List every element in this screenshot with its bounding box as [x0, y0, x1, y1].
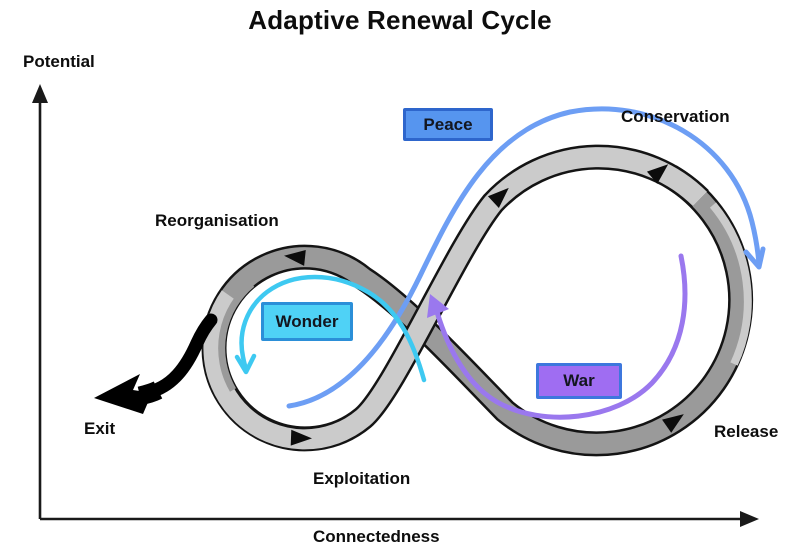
- back-loop-band: [201, 165, 754, 457]
- wonder-arrow-icon: [234, 274, 427, 383]
- front-loop-band: [201, 144, 709, 452]
- flow-arrow-icon: [487, 187, 509, 208]
- war-arrow-icon: [427, 253, 688, 420]
- y-axis-arrow-icon: [32, 84, 48, 103]
- war-arrow-path: [434, 253, 688, 420]
- exit-arrowhead: [94, 374, 152, 414]
- war-badge: War: [536, 363, 622, 399]
- war-arrowhead: [427, 294, 449, 318]
- flow-arrow-icon: [284, 249, 306, 266]
- flow-arrow-icon: [662, 414, 684, 433]
- phase-label-release: Release: [714, 422, 779, 441]
- phase-label-reorganisation: Reorganisation: [155, 211, 279, 230]
- left-ring-inner-sliver: [218, 281, 255, 392]
- exit-arrow-tail: [143, 313, 218, 399]
- phase-label-exploitation: Exploitation: [313, 469, 411, 488]
- flow-arrow-icon: [290, 429, 312, 446]
- y-axis-label: Potential: [23, 52, 95, 71]
- phase-label-exit: Exit: [84, 419, 116, 438]
- flow-arrow-icon: [646, 164, 669, 184]
- front-loop-outline: [201, 144, 709, 452]
- wonder-arrowhead: [234, 353, 257, 375]
- x-axis-label: Connectedness: [313, 527, 440, 546]
- band-flow-arrows: [284, 164, 684, 446]
- peace-arrow-icon: [286, 106, 766, 409]
- phase-label-conservation: Conservation: [621, 107, 730, 126]
- front-loop-fill: [203, 147, 708, 450]
- peace-arrowhead: [743, 246, 766, 270]
- axes: [32, 84, 759, 527]
- peace-arrow-path: [286, 106, 762, 409]
- peace-badge: Peace: [403, 108, 493, 141]
- wonder-badge-label: Wonder: [275, 311, 339, 331]
- wonder-badge: Wonder: [261, 302, 353, 341]
- right-ring-outer-sliver: [709, 202, 752, 366]
- exit-arrow-icon: [94, 313, 218, 414]
- wonder-arrow-path: [239, 274, 427, 383]
- peace-badge-label: Peace: [423, 114, 473, 134]
- page-title: Adaptive Renewal Cycle: [248, 5, 552, 35]
- war-badge-label: War: [563, 371, 595, 390]
- x-axis-arrow-icon: [740, 511, 759, 527]
- back-loop-fill: [204, 167, 751, 454]
